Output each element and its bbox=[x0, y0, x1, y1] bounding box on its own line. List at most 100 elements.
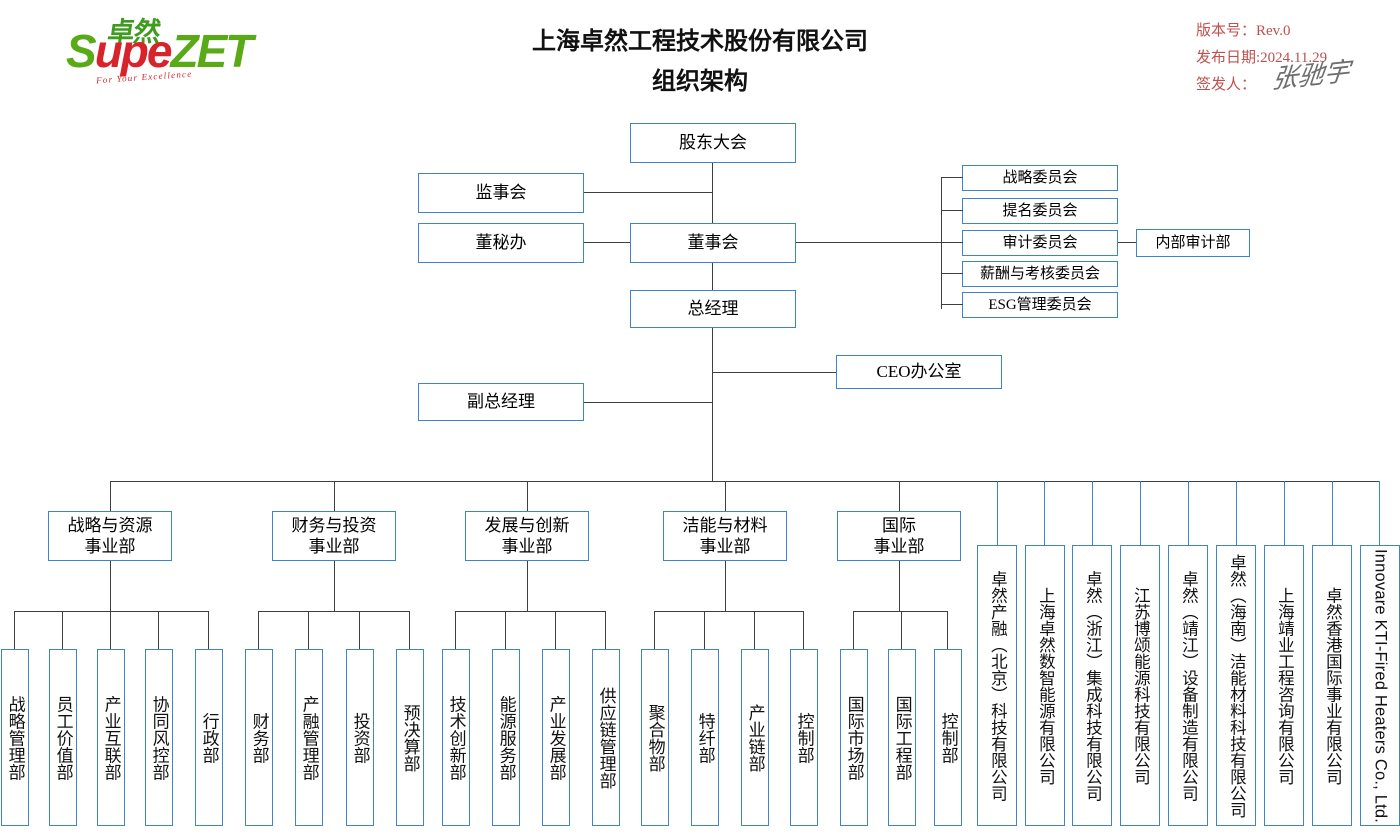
connector-board-gm bbox=[712, 263, 714, 290]
division-4-line1: 洁能与材料 bbox=[682, 516, 768, 535]
connector-committee-3 bbox=[941, 242, 963, 244]
connector-d4-dept-1 bbox=[654, 611, 656, 649]
node-committee-audit[interactable]: 审计委员会 bbox=[962, 230, 1118, 256]
connector-bus-division-1 bbox=[110, 481, 112, 511]
node-dept-control-international[interactable]: 控制部 bbox=[934, 649, 962, 826]
node-dept-industry-finance-management[interactable]: 产融管理部 bbox=[295, 649, 323, 826]
connector-subsidiary-2 bbox=[1044, 481, 1046, 545]
connector-bus-division-5 bbox=[899, 481, 901, 511]
connector-d3-dept-2 bbox=[505, 611, 507, 649]
division-5-dept-bus bbox=[853, 611, 948, 613]
node-ceo-office[interactable]: CEO办公室 bbox=[836, 355, 1002, 389]
node-dept-employee-value[interactable]: 员工价值部 bbox=[49, 649, 77, 826]
connector-subsidiary-5 bbox=[1188, 481, 1190, 545]
node-subsidiary-zhuoran-hongkong[interactable]: 卓然香港国际事业有限公司 bbox=[1312, 545, 1352, 826]
division-3-line2: 事业部 bbox=[501, 537, 553, 556]
node-committee-compensation[interactable]: 薪酬与考核委员会 bbox=[962, 261, 1118, 287]
division-4-dept-bus bbox=[654, 611, 804, 613]
connector-audit-internal bbox=[1118, 242, 1136, 244]
node-subsidiary-innovare-kti[interactable]: Innovare KTI-Fired Heaters Co., Ltd. bbox=[1360, 545, 1400, 826]
division-2-dept-bus bbox=[258, 611, 410, 613]
node-committee-esg[interactable]: ESG管理委员会 bbox=[962, 292, 1118, 318]
node-committee-nomination[interactable]: 提名委员会 bbox=[962, 198, 1118, 224]
node-division-international[interactable]: 国际 事业部 bbox=[837, 511, 961, 561]
connector-d2-dept-1 bbox=[258, 611, 260, 649]
node-subsidiary-zhuoran-hainan[interactable]: 卓然（海南）洁能材料科技有限公司 bbox=[1216, 545, 1256, 826]
logo-letters-zet: ZET bbox=[170, 25, 253, 77]
page-title: 上海卓然工程技术股份有限公司 组织架构 bbox=[420, 22, 980, 102]
connector-d1-dept-1 bbox=[14, 611, 16, 649]
division-3-line1: 发展与创新 bbox=[484, 516, 570, 535]
node-deputy-general-manager[interactable]: 副总经理 bbox=[418, 383, 584, 421]
division-5-line1: 国际 bbox=[882, 516, 916, 535]
node-board-secretary-office[interactable]: 董秘办 bbox=[418, 223, 584, 263]
node-division-clean-energy-materials[interactable]: 洁能与材料 事业部 bbox=[663, 511, 787, 561]
connector-committee-2 bbox=[941, 210, 963, 212]
node-dept-investment[interactable]: 投资部 bbox=[346, 649, 374, 826]
node-dept-industry-internet[interactable]: 产业互联部 bbox=[97, 649, 125, 826]
connector-board-committees bbox=[796, 242, 942, 244]
connector-subsidiary-3 bbox=[1092, 481, 1094, 545]
node-committee-strategy[interactable]: 战略委员会 bbox=[962, 165, 1118, 191]
node-dept-industry-chain[interactable]: 产业链部 bbox=[741, 649, 769, 826]
date-label: 发布日期: bbox=[1196, 50, 1261, 66]
node-subsidiary-zhuoran-zhejiang[interactable]: 卓然（浙江）集成科技有限公司 bbox=[1072, 545, 1112, 826]
company-name: 上海卓然工程技术股份有限公司 bbox=[532, 29, 868, 55]
node-division-finance-investment[interactable]: 财务与投资 事业部 bbox=[272, 511, 396, 561]
node-general-manager[interactable]: 总经理 bbox=[630, 290, 796, 328]
division-2-line2: 事业部 bbox=[308, 537, 360, 556]
node-dept-control-materials[interactable]: 控制部 bbox=[790, 649, 818, 826]
node-subsidiary-zhuoran-chanrong-beijing[interactable]: 卓然产融（北京）科技有限公司 bbox=[977, 545, 1017, 826]
connector-d5-dept-3 bbox=[947, 611, 949, 649]
node-division-strategy-resources[interactable]: 战略与资源 事业部 bbox=[48, 511, 172, 561]
connector-subsidiary-7 bbox=[1284, 481, 1286, 545]
connector-d2-dept-3 bbox=[359, 611, 361, 649]
node-subsidiary-shanghai-shuzhi-energy[interactable]: 上海卓然数智能源有限公司 bbox=[1025, 545, 1065, 826]
node-subsidiary-zhuoran-jingjiang[interactable]: 卓然（靖江）设备制造有限公司 bbox=[1168, 545, 1208, 826]
version-value: Rev.0 bbox=[1256, 23, 1291, 39]
logo-letter-s: S bbox=[66, 25, 97, 77]
node-dept-international-market[interactable]: 国际市场部 bbox=[840, 649, 868, 826]
version-label: 版本号： bbox=[1196, 23, 1257, 39]
division-2-line1: 财务与投资 bbox=[291, 516, 377, 535]
node-dept-polymer[interactable]: 聚合物部 bbox=[641, 649, 669, 826]
connector-trunk-deputy-gm bbox=[584, 402, 713, 404]
node-division-development-innovation[interactable]: 发展与创新 事业部 bbox=[465, 511, 589, 561]
node-internal-audit-department[interactable]: 内部审计部 bbox=[1136, 229, 1250, 257]
node-dept-technology-innovation[interactable]: 技术创新部 bbox=[442, 649, 470, 826]
node-dept-budget-final-accounts[interactable]: 预决算部 bbox=[396, 649, 424, 826]
connector-d5-dept-1 bbox=[853, 611, 855, 649]
node-dept-finance[interactable]: 财务部 bbox=[245, 649, 273, 826]
node-subsidiary-jiangsu-bosong[interactable]: 江苏博颂能源科技有限公司 bbox=[1120, 545, 1160, 826]
node-shareholders-meeting[interactable]: 股东大会 bbox=[630, 123, 796, 163]
date-row: 发布日期:2024.11.29 bbox=[1196, 45, 1327, 72]
connector-d5-dept-2 bbox=[901, 611, 903, 649]
connector-bus-division-3 bbox=[527, 481, 529, 511]
connector-division-3-down bbox=[527, 561, 529, 611]
connector-d4-dept-3 bbox=[754, 611, 756, 649]
connector-trunk-ceo-office bbox=[712, 372, 836, 374]
node-dept-special-fiber[interactable]: 特纤部 bbox=[691, 649, 719, 826]
node-dept-supply-chain-management[interactable]: 供应链管理部 bbox=[592, 649, 620, 826]
node-dept-energy-service[interactable]: 能源服务部 bbox=[492, 649, 520, 826]
document-metadata: 版本号：Rev.0 发布日期:2024.11.29 签发人：张驰宇 bbox=[1196, 18, 1351, 99]
connector-d1-dept-5 bbox=[208, 611, 210, 649]
connector-d2-dept-4 bbox=[409, 611, 411, 649]
node-dept-collaborative-risk-control[interactable]: 协同风控部 bbox=[145, 649, 173, 826]
connector-d1-dept-2 bbox=[62, 611, 64, 649]
node-dept-strategy-management[interactable]: 战略管理部 bbox=[1, 649, 29, 826]
connector-subsidiary-9 bbox=[1379, 481, 1381, 545]
connector-committee-4 bbox=[941, 273, 963, 275]
node-dept-administration[interactable]: 行政部 bbox=[195, 649, 223, 826]
node-supervisory-board[interactable]: 监事会 bbox=[418, 173, 584, 213]
connector-d3-dept-3 bbox=[555, 611, 557, 649]
node-subsidiary-shanghai-jingye-consulting[interactable]: 上海靖业工程咨询有限公司 bbox=[1264, 545, 1304, 826]
node-board-of-directors[interactable]: 董事会 bbox=[630, 223, 796, 263]
logo-wordmark: SupeZET bbox=[66, 24, 253, 78]
connector-board-secretary-board bbox=[584, 242, 630, 244]
node-dept-international-engineering[interactable]: 国际工程部 bbox=[888, 649, 916, 826]
division-3-dept-bus bbox=[455, 611, 606, 613]
connector-committee-1 bbox=[941, 177, 963, 179]
node-dept-industry-development[interactable]: 产业发展部 bbox=[542, 649, 570, 826]
